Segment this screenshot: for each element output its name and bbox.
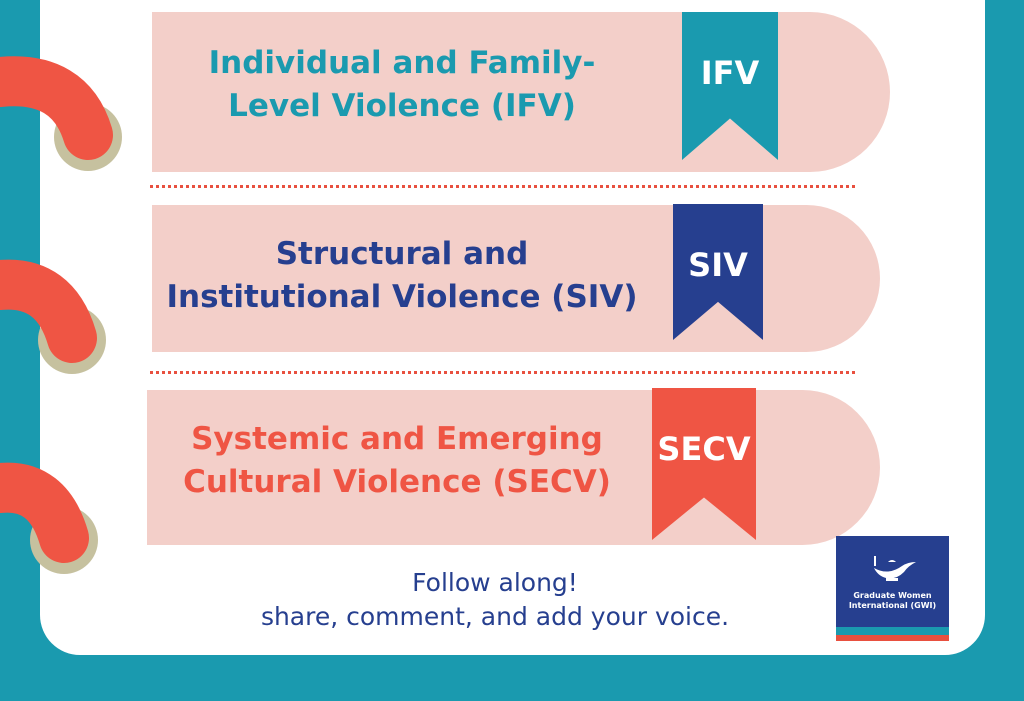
lamp-icon xyxy=(874,556,916,581)
footer-message: Follow along! share, comment, and add yo… xyxy=(190,566,800,634)
footer-line-1: Follow along! xyxy=(412,568,578,597)
title-line: Institutional Violence (SIV) xyxy=(166,279,638,315)
divider xyxy=(150,371,855,374)
notebook-rings xyxy=(0,56,122,574)
title-line: Systemic and Emerging xyxy=(191,421,603,457)
badge-label: IFV xyxy=(700,54,760,92)
gwi-logo: Graduate Women International (GWI) xyxy=(836,536,949,641)
logo-name-line: International (GWI) xyxy=(848,601,937,610)
category-title: Systemic and Emerging Cultural Violence … xyxy=(167,418,627,504)
category-title: Structural and Institutional Violence (S… xyxy=(152,233,652,319)
ring-2 xyxy=(0,259,106,374)
title-line: Individual and Family- xyxy=(208,45,596,81)
title-line: Cultural Violence (SECV) xyxy=(183,464,611,500)
category-secv: Systemic and Emerging Cultural Violence … xyxy=(147,390,880,545)
title-line: Level Violence (IFV) xyxy=(228,88,576,124)
title-line: Structural and xyxy=(275,236,529,272)
badge-label: SECV xyxy=(657,430,751,468)
divider xyxy=(150,185,855,188)
badge-label: SIV xyxy=(688,246,748,284)
logo-name-line: Graduate Women xyxy=(853,591,932,600)
logo-name: Graduate Women International (GWI) xyxy=(836,591,949,611)
category-siv: Structural and Institutional Violence (S… xyxy=(152,205,880,352)
ring-1 xyxy=(0,56,122,171)
ring-3 xyxy=(0,462,98,574)
category-ifv: Individual and Family- Level Violence (I… xyxy=(152,12,890,172)
footer-line-2: share, comment, and add your voice. xyxy=(260,602,730,631)
category-title: Individual and Family- Level Violence (I… xyxy=(172,42,632,128)
